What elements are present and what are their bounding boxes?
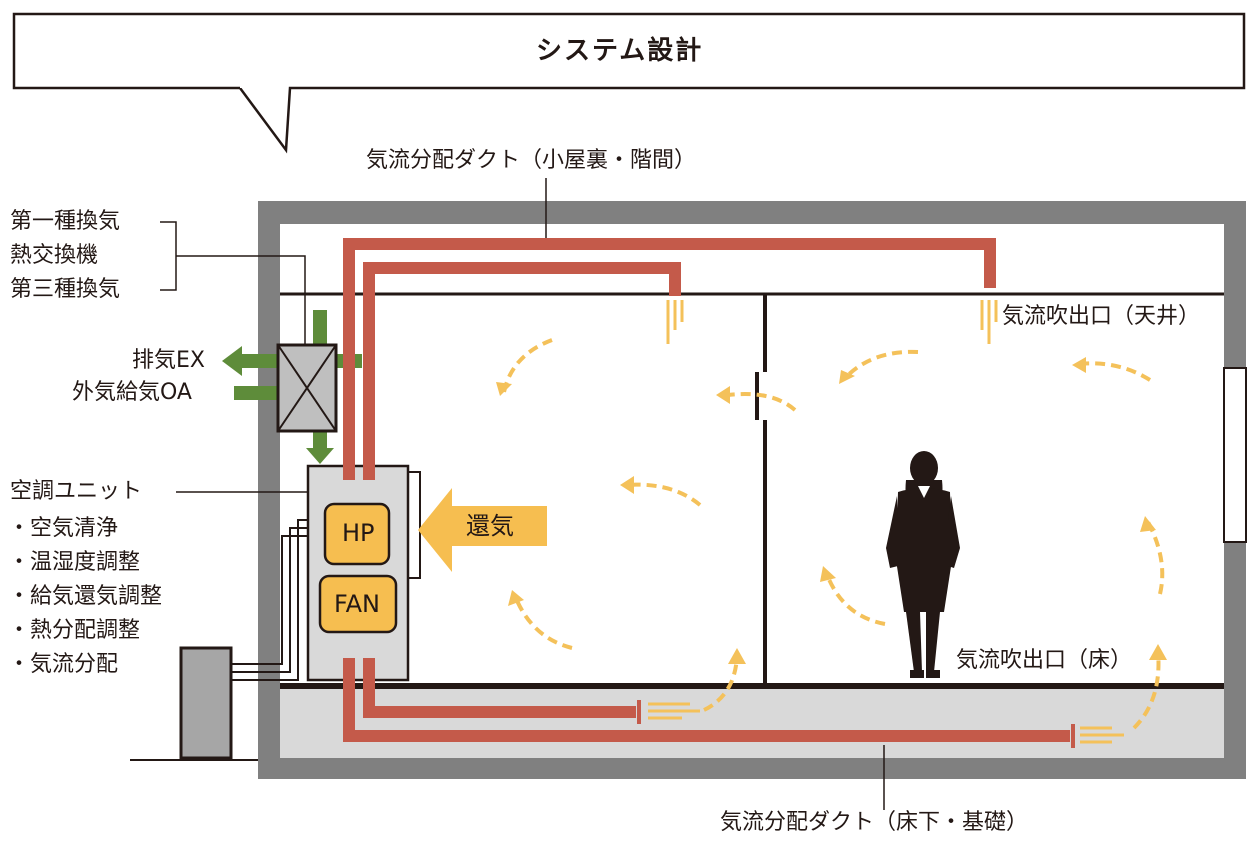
hp-label: HP	[342, 519, 375, 547]
building-interior	[280, 224, 1224, 758]
function-item: ・空気清浄	[8, 516, 119, 541]
hp-box	[323, 502, 391, 566]
return-air-arrow	[418, 488, 547, 572]
return-air-label: 還気	[466, 512, 514, 540]
label-outlet-floor: 気流吹出口（床）	[956, 648, 1133, 673]
ceiling-outlets	[666, 300, 998, 344]
window	[1223, 367, 1247, 543]
person-collar	[918, 486, 930, 498]
floor-outlets	[648, 702, 1124, 744]
function-item: ・熱分配調整	[8, 618, 141, 643]
label-ac-unit: 空調ユニット	[10, 479, 143, 504]
fan-box	[318, 574, 398, 634]
title-bubble	[12, 12, 1246, 154]
airflow-arrow-heads	[496, 357, 1167, 664]
building	[130, 201, 1247, 779]
label-exhaust: 排気EX	[132, 348, 205, 373]
duct-upper-outer	[343, 238, 996, 480]
person-silhouette	[886, 451, 960, 678]
fan-label: FAN	[334, 590, 380, 618]
duct-caps	[637, 700, 1075, 748]
crawl-space	[280, 688, 1224, 758]
label-outlet-ceiling: 気流吹出口（天井）	[1002, 304, 1201, 329]
label-duct-lower: 気流分配ダクト（床下・基礎）	[720, 810, 1029, 835]
function-item: ・温湿度調整	[8, 550, 141, 575]
airflow-arrows	[502, 338, 1165, 730]
leader-lines	[160, 178, 885, 810]
heat-exchanger	[276, 343, 338, 433]
label-vent-hrv: 熱交換機	[10, 243, 99, 268]
label-outdoor-air: 外気給気OA	[72, 380, 192, 405]
function-item: ・給気還気調整	[8, 584, 163, 609]
supply-arrow-head	[306, 448, 334, 464]
label-duct-upper: 気流分配ダクト（小屋裏・階間）	[366, 148, 697, 173]
ac-unit	[306, 464, 421, 682]
duct-lower-inner	[363, 658, 636, 718]
duct-lower-outer	[343, 658, 1070, 742]
page-title: システム設計	[536, 36, 704, 66]
label-vent-type3: 第三種換気	[10, 277, 121, 302]
exhaust-arrow-head	[222, 346, 242, 376]
label-vent-type1: 第一種換気	[10, 209, 121, 234]
ducts	[343, 238, 1070, 742]
duct-upper-inner	[363, 262, 681, 480]
outdoor-unit	[179, 646, 233, 760]
function-item: ・気流分配	[8, 652, 119, 677]
